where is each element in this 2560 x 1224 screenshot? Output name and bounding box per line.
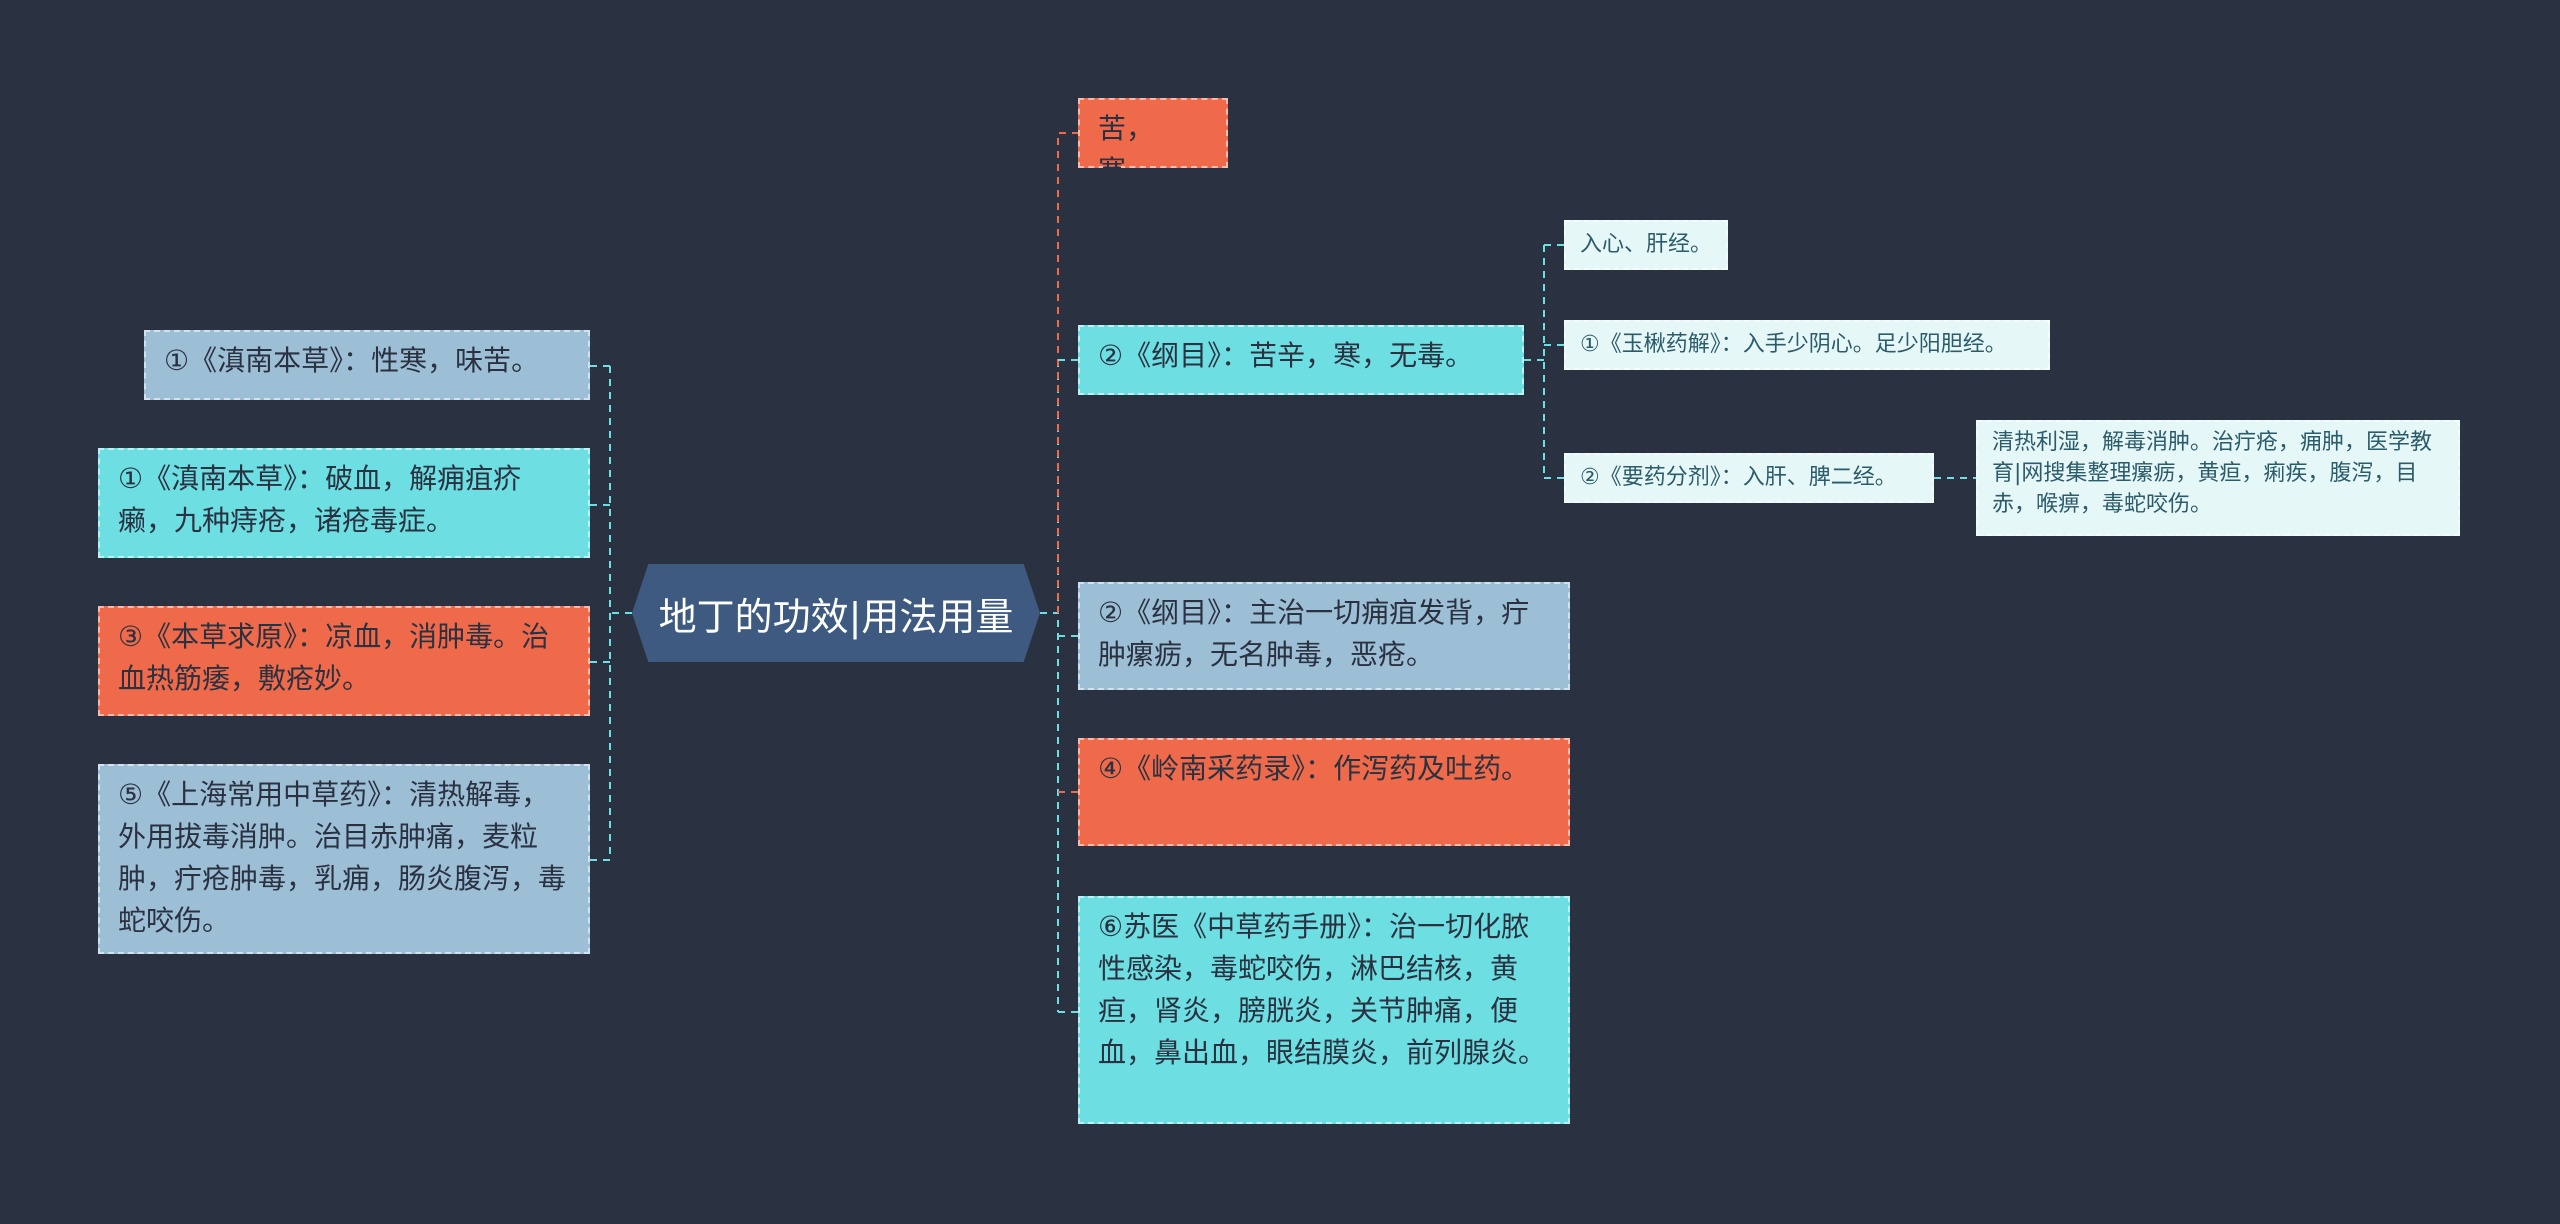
topic-node[interactable]: ③《本草求原》：凉血，消肿毒。治血热筋痿，敷疮妙。 xyxy=(98,606,590,716)
central-topic[interactable]: 地丁的功效|用法用量 xyxy=(632,564,1040,662)
subtopic-node[interactable]: 入心、肝经。 xyxy=(1564,220,1728,270)
connector-l1 xyxy=(590,365,632,861)
topic-node[interactable]: ④《岭南采药录》：作泻药及吐药。 xyxy=(1078,738,1570,846)
topic-node[interactable]: ②《纲目》：苦辛，寒，无毒。 xyxy=(1078,325,1524,395)
connector-r1 xyxy=(1057,132,1078,613)
topic-node[interactable]: ①《滇南本草》：性寒，味苦。 xyxy=(144,330,590,400)
topic-node[interactable]: ⑥苏医《中草药手册》：治一切化脓性感染，毒蛇咬伤，淋巴结核，黄疸，肾炎，膀胱炎，… xyxy=(1078,896,1570,1124)
subtopic-node[interactable]: ②《要药分剂》：入肝、脾二经。 xyxy=(1564,453,1934,503)
central-topic-label: 地丁的功效|用法用量 xyxy=(658,594,1014,639)
topic-node[interactable]: ①《滇南本草》：破血，解痈疽疥癞，九种痔疮，诸疮毒症。 xyxy=(98,448,590,558)
topic-node[interactable]: ②《纲目》：主治一切痈疽发背，疔肿瘰疬，无名肿毒，恶疮。 xyxy=(1078,582,1570,690)
connector-sub xyxy=(1524,244,1564,479)
connector-r-trunk xyxy=(1040,360,1059,1012)
leaf-node[interactable]: 清热利湿，解毒消肿。治疔疮，痈肿，医学教育|网搜集整理瘰疬，黄疸，痢疾，腹泻，目… xyxy=(1976,420,2460,536)
topic-node[interactable]: 苦，寒。 xyxy=(1078,98,1228,187)
subtopic-node[interactable]: ①《玉楸药解》：入手少阴心。足少阳胆经。 xyxy=(1564,320,2050,370)
topic-node[interactable]: ⑤《上海常用中草药》：清热解毒，外用拔毒消肿。治目赤肿痛，麦粒肿，疔疮肿毒，乳痈… xyxy=(98,764,590,954)
